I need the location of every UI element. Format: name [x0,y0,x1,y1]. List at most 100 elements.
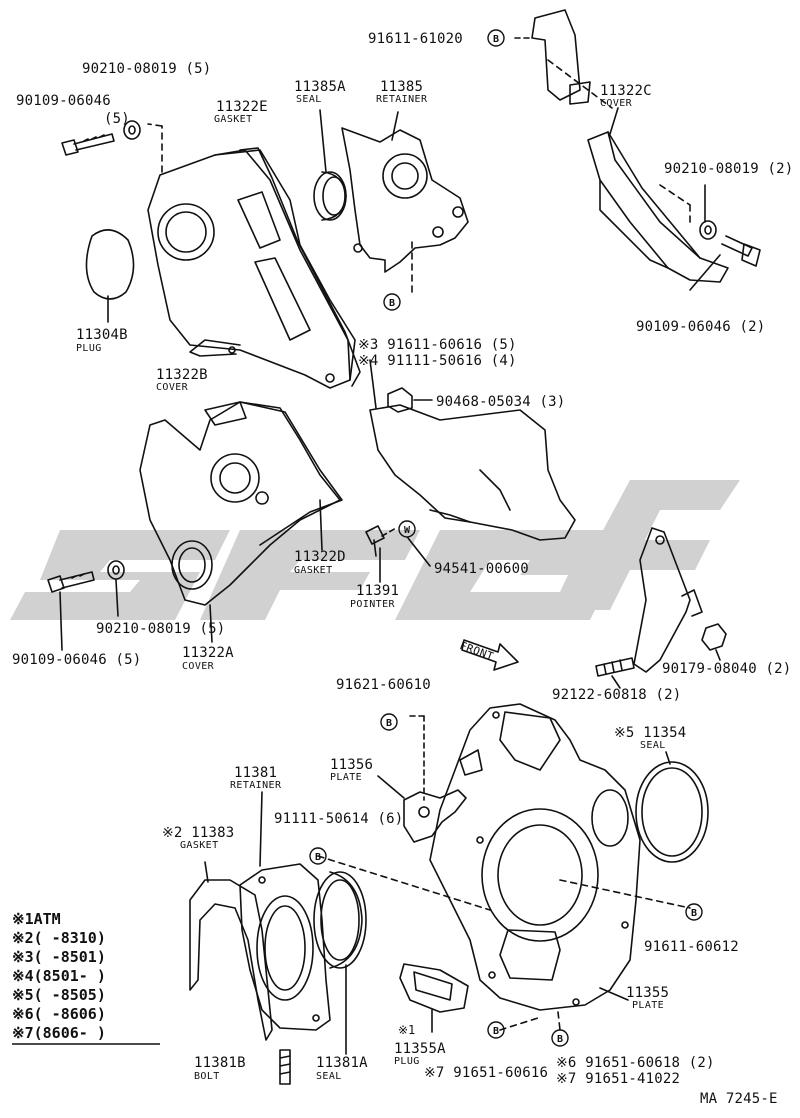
legend-mark: ※3 [12,948,34,966]
upper-timing-cover [147,149,356,389]
part-90210-left-label: 90210-08019 (5) [96,621,226,637]
legend-row-7: ※7(8606- ) [12,1026,106,1045]
part-91651-60618-label: ※6 91651-60618 (2) [556,1055,715,1071]
part-11356-name: PLATE [330,772,363,783]
part-11354-name: SEAL [640,740,666,751]
part-11322E-label: 11322E [216,99,268,115]
part-90109-left-label: 90109-06046 (5) [12,652,142,668]
part-11381B-name: BOLT [194,1071,220,1082]
legend-row-3: ※3( -8501) [12,950,106,969]
part-11322C-name: COVER [600,98,633,109]
part-11385-name: RETAINER [376,94,428,105]
lower-gasket [239,401,343,546]
legend-mark: ※7 [12,1024,34,1042]
part-11385-label: 11385 [380,79,424,95]
legend-row-1: ※1ATM [12,912,106,931]
part-11322A-label: 11322A [182,645,234,661]
part-91111-50616-label: ※4 91111-50616 (4) [358,353,517,369]
legend-text: ( -8505) [33,986,106,1004]
legend-row-2: ※2( -8310) [12,931,106,950]
plug-disc [85,229,135,300]
part-11385A-label: 11385A [294,79,346,95]
legend-text: (8606- ) [33,1024,106,1042]
bracket-clip [531,9,591,105]
svg-text:B: B [493,34,499,45]
part-90210-top-label: 90210-08019 (5) [82,61,212,77]
upper-gasket [239,147,361,387]
legend-mark: ※2 [12,929,34,947]
legend-row-6: ※6( -8606) [12,1007,106,1026]
part-11354-label: ※5 11354 [614,725,687,741]
rear-oil-seal-retainer [239,863,331,1031]
part-90210-right-label: 90210-08019 (2) [664,161,794,177]
engine-bracket [633,527,703,673]
callout-marker-letters: B B W B B B B B [315,34,697,1045]
stud-bolt [595,657,635,677]
part-11322B-label: 11322B [156,367,208,383]
part-11383-label: ※2 11383 [162,825,235,841]
part-11355-name: PLATE [632,1000,665,1011]
svg-text:B: B [493,1026,499,1037]
seal-rear-large [635,761,709,863]
legend-row-4: ※4(8501- ) [12,969,106,988]
part-11355A-name: PLUG [394,1056,420,1067]
small-plate [403,789,467,843]
washer-lower-left [107,560,125,580]
part-11304B-label: 11304B [76,327,128,343]
part-11322B-name: COVER [156,382,189,393]
part-11391-label: 11391 [356,583,400,599]
svg-text:B: B [386,718,392,729]
part-94541-label: 94541-00600 [434,561,529,577]
lower-timing-cover [139,401,341,606]
legend-mark: ※6 [12,1005,34,1023]
bolt-lower-left [47,571,95,593]
rear-end-plate [429,703,641,1011]
part-91651-41022-label: ※7 91651-41022 [556,1071,681,1087]
legend-text: ATM [33,910,61,928]
part-11356-label: 11356 [330,757,374,773]
part-90468-label: 90468-05034 (3) [436,394,566,410]
legend-text: ( -8501) [33,948,106,966]
part-11322C-label: 11322C [600,83,652,99]
svg-text:B: B [315,852,321,863]
part-11322D-label: 11322D [294,549,346,565]
clip-fastener [387,387,413,413]
seal-upper [313,171,347,221]
part-11383-name: GASKET [180,840,219,851]
retainer-upper [341,127,469,273]
part-11391-name: POINTER [350,599,395,610]
hex-nut [701,623,727,651]
part-11381A-label: 11381A [316,1055,368,1071]
part-11381A-name: SEAL [316,1071,342,1082]
part-11381-label: 11381 [234,765,278,781]
part-90109-top-label: 90109-06046 [16,93,111,109]
bolt-top-left [61,133,115,156]
washer-right [699,220,717,240]
rear-oil-seal-gasket [189,879,273,1041]
part-92122-label: 92122-60818 (2) [552,687,682,703]
part-91111-50614-label: 91111-50614 (6) [274,811,404,827]
part-11381-name: RETAINER [230,780,282,791]
bolt-right [721,235,761,267]
part-11355-label: 11355 [626,985,670,1001]
part-11385A-name: SEAL [296,94,322,105]
part-11304B-name: PLUG [76,343,102,354]
washer-top [123,120,141,140]
part-91651-60616-label: ※7 91651-60616 [424,1065,549,1081]
part-91621-label: 91621-60610 [336,677,431,693]
part-91611-60616-label: ※3 91611-60616 (5) [358,337,517,353]
legend-mark: ※4 [12,967,34,985]
legend-text: (8501- ) [33,967,106,985]
legend-mark: ※5 [12,986,34,1004]
legend-mark: ※1 [12,910,34,928]
cover-right [587,131,729,283]
svg-text:B: B [691,908,697,919]
rear-crank-seal [313,871,367,969]
part-90179-label: 90179-08040 (2) [662,661,792,677]
legend-text: ( -8606) [33,1005,106,1023]
legend-text: ( -8310) [33,929,106,947]
part-11322D-name: GASKET [294,565,333,576]
engine-block-fragment [369,404,576,541]
